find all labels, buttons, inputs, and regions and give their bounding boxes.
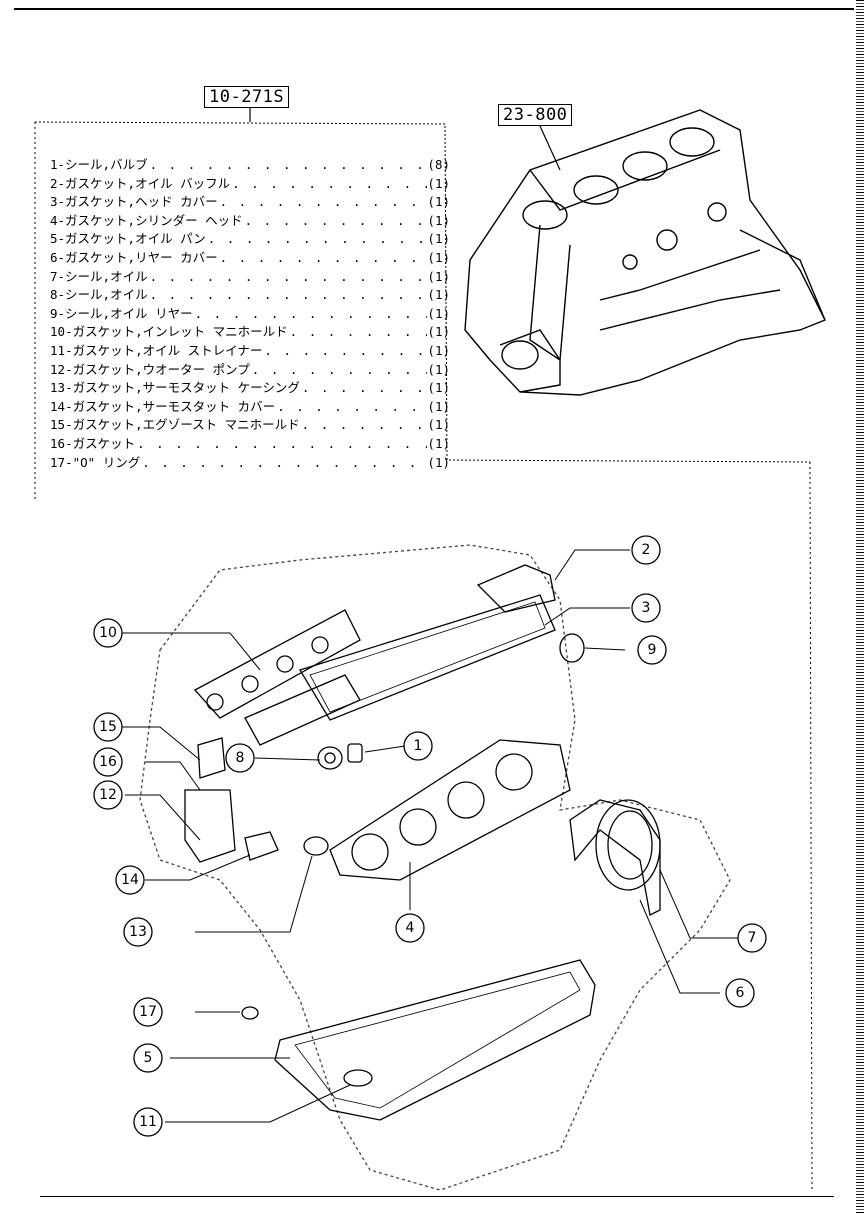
- top-border-line: [14, 8, 854, 10]
- callout-16: 16: [99, 754, 117, 770]
- part-name: -ガスケット,ウオーター ポンプ: [65, 361, 250, 377]
- cylinder-block-ref: 23-800: [498, 104, 573, 126]
- parts-list-item: 1-シール,バルブ (8): [50, 156, 450, 175]
- callout-14: 14: [121, 872, 139, 888]
- part-name: -ガスケット,オイル ストレイナー: [65, 342, 263, 358]
- part-qty: (1): [427, 435, 450, 451]
- part-name: -ガスケット,オイル パン: [57, 231, 206, 247]
- part-name: -シール,オイル リヤー: [57, 305, 193, 321]
- part-name: -シール,バルブ: [57, 157, 148, 172]
- part-qty: (1): [427, 212, 450, 228]
- part-name: -ガスケット,リヤー カバー: [57, 249, 218, 265]
- part-name: -ガスケット,オイル バッフル: [57, 175, 231, 191]
- callout-9: 9: [648, 642, 657, 658]
- part-qty: (1): [427, 287, 450, 303]
- part-no: 10: [50, 324, 66, 340]
- callout-3: 3: [642, 600, 651, 616]
- part-qty: (1): [427, 342, 450, 358]
- bottom-border-line: [40, 1196, 834, 1197]
- part-no: 8: [50, 287, 58, 303]
- parts-list-item: 14-ガスケット,サーモスタット カバー (1): [50, 398, 450, 417]
- part-no: 14: [50, 398, 66, 414]
- callout-5: 5: [144, 1050, 153, 1066]
- callout-17: 17: [139, 1004, 157, 1020]
- part-no: 6: [50, 249, 58, 265]
- part-name: -ガスケット,インレット マニホールド: [65, 324, 288, 340]
- part-no: 9: [50, 305, 58, 321]
- part-name: -シール,オイル: [57, 287, 148, 303]
- part-qty: (1): [427, 398, 450, 414]
- part-qty: (1): [427, 175, 450, 191]
- callout-15: 15: [99, 719, 117, 735]
- part-no: 3: [50, 194, 58, 210]
- part-name: -ガスケット,サーモスタット カバー: [65, 398, 276, 414]
- part-no: 7: [50, 268, 58, 284]
- part-no: 13: [50, 380, 66, 396]
- part-qty: (1): [427, 324, 450, 340]
- part-no: 4: [50, 212, 58, 228]
- parts-list-item: 8-シール,オイル (1): [50, 286, 450, 305]
- part-name: -ガスケット,ヘッド カバー: [57, 194, 218, 210]
- parts-list-item: 13-ガスケット,サーモスタット ケーシング (1): [50, 379, 450, 398]
- part-no: 2: [50, 175, 58, 191]
- parts-list-item: 15-ガスケット,エグゾースト マニホールド (1): [50, 416, 450, 435]
- part-no: 12: [50, 361, 66, 377]
- part-qty: (1): [427, 268, 450, 284]
- parts-list-item: 10-ガスケット,インレット マニホールド (1): [50, 323, 450, 342]
- parts-list-item: 4-ガスケット,シリンダー ヘッド (1): [50, 212, 450, 231]
- part-name: -"O" リング: [65, 454, 141, 470]
- part-qty: (1): [427, 380, 450, 396]
- parts-list-item: 12-ガスケット,ウオーター ポンプ (1): [50, 361, 450, 380]
- part-name: -ガスケット,エグゾースト マニホールド: [65, 417, 300, 433]
- parts-list-item: 9-シール,オイル リヤー (1): [50, 305, 450, 324]
- part-qty: (1): [427, 454, 450, 470]
- parts-list-item: 6-ガスケット,リヤー カバー (1): [50, 249, 450, 268]
- callout-6: 6: [736, 985, 745, 1001]
- part-qty: (1): [427, 305, 450, 321]
- part-qty: (8): [427, 157, 450, 172]
- part-qty: (1): [427, 361, 450, 377]
- gasket-kit-ref: 10-271S: [204, 86, 290, 108]
- callout-4: 4: [406, 920, 415, 936]
- scan-edge: [856, 0, 864, 1214]
- callout-2: 2: [642, 542, 651, 558]
- part-name: -ガスケット,サーモスタット ケーシング: [65, 380, 300, 396]
- parts-list-item: 7-シール,オイル (1): [50, 268, 450, 287]
- callout-11: 11: [139, 1114, 157, 1130]
- part-qty: (1): [427, 194, 450, 210]
- parts-list: 1-シール,バルブ(8)2-ガスケット,オイル バッフル(1)3-ガスケット,ヘ…: [50, 156, 450, 472]
- part-no: 11: [50, 342, 66, 358]
- part-name: -ガスケット,シリンダー ヘッド: [57, 212, 243, 228]
- callout-13: 13: [129, 924, 147, 940]
- callout-1: 1: [414, 738, 423, 754]
- part-qty: (1): [427, 417, 450, 433]
- parts-list-item: 17-"O" リング (1): [50, 454, 450, 473]
- callout-10: 10: [99, 625, 117, 641]
- parts-list-item: 11-ガスケット,オイル ストレイナー (1): [50, 342, 450, 361]
- callout-7: 7: [748, 930, 757, 946]
- part-name: -ガスケット: [65, 435, 136, 451]
- parts-list-item: 16-ガスケット (1): [50, 435, 450, 454]
- part-qty: (1): [427, 231, 450, 247]
- part-no: 16: [50, 435, 66, 451]
- parts-list-item: 2-ガスケット,オイル バッフル (1): [50, 175, 450, 194]
- part-no: 5: [50, 231, 58, 247]
- parts-list-item: 5-ガスケット,オイル パン (1): [50, 230, 450, 249]
- part-no: 17: [50, 454, 66, 470]
- callout-12: 12: [99, 787, 117, 803]
- part-qty: (1): [427, 249, 450, 265]
- part-no: 15: [50, 417, 66, 433]
- part-no: 1: [50, 157, 58, 172]
- part-name: -シール,オイル: [57, 268, 148, 284]
- parts-list-item: 3-ガスケット,ヘッド カバー (1): [50, 193, 450, 212]
- callout-8: 8: [236, 750, 245, 766]
